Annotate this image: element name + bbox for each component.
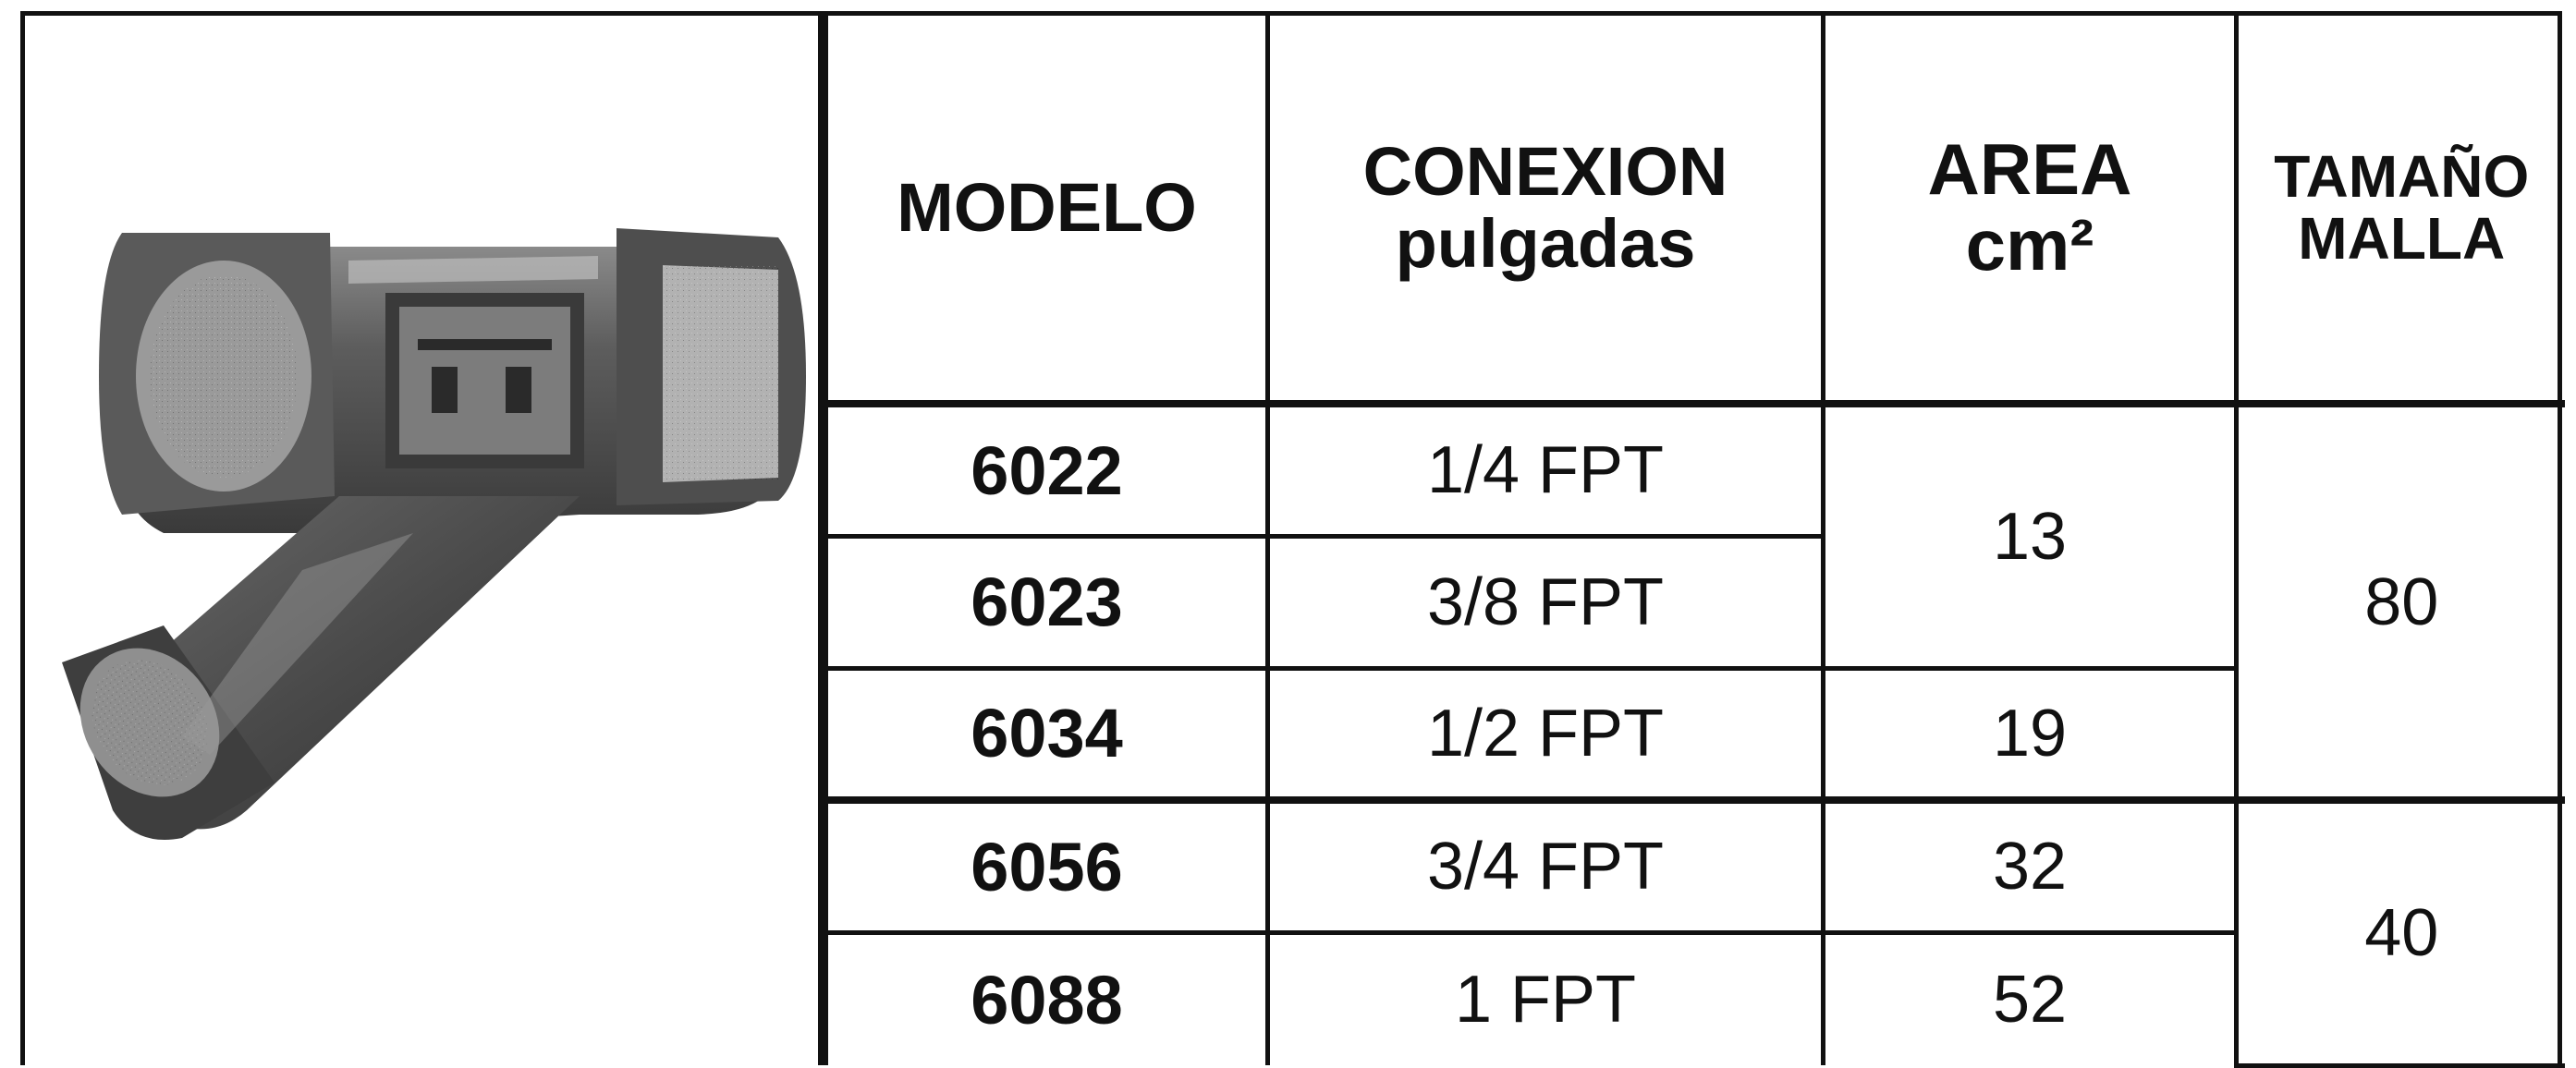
table-row: 6023 3/8 FPT xyxy=(824,533,2565,671)
specifications-table: MODELO CONEXION pulgadas AREA cm² TAMAÑO… xyxy=(824,16,2565,1068)
cell-conexion: 1/2 FPT xyxy=(1265,665,1825,803)
cell-malla: 80 xyxy=(2234,400,2565,803)
product-photo xyxy=(25,16,818,1065)
cell-area: 13 xyxy=(1821,400,2239,671)
cell-modelo: 6023 xyxy=(824,533,1270,671)
table-row: 6034 1/2 FPT 19 xyxy=(824,665,2565,803)
cell-conexion: 1/4 FPT xyxy=(1265,400,1825,539)
table-row: 6022 1/4 FPT 13 80 xyxy=(824,400,2565,803)
cell-modelo: 6056 xyxy=(824,796,1270,935)
cell-modelo: 6088 xyxy=(824,929,1270,1065)
cell-area: 19 xyxy=(1821,665,2237,803)
cell-area: 32 xyxy=(1821,796,2239,935)
header-tamano-malla: TAMAÑO MALLA xyxy=(2234,16,2565,407)
header-conexion-label: CONEXION xyxy=(1362,133,1728,211)
cell-modelo: 6022 xyxy=(824,400,1270,539)
table-row: 6056 3/4 FPT 32 40 xyxy=(824,796,2565,1068)
cell-conexion: 3/4 FPT xyxy=(1265,796,1825,935)
cell-conexion: 1 FPT xyxy=(1265,929,1825,1065)
header-modelo: MODELO xyxy=(824,16,1270,407)
cell-area: 52 xyxy=(1821,929,2237,1065)
header-malla-line2: MALLA xyxy=(2298,205,2506,272)
y-strainer-icon xyxy=(62,228,806,840)
table-row: 6088 1 FPT 52 xyxy=(824,929,2565,1065)
header-conexion: CONEXION pulgadas xyxy=(1265,16,1825,407)
cell-malla: 40 xyxy=(2234,796,2565,1068)
cell-conexion: 3/8 FPT xyxy=(1265,533,1824,671)
photo-table-divider xyxy=(818,11,824,1065)
header-area: AREA cm² xyxy=(1821,16,2239,407)
header-area-unit: cm² xyxy=(1965,204,2094,285)
table-header-row: MODELO CONEXION pulgadas AREA cm² TAMAÑO… xyxy=(824,16,2565,407)
cell-modelo: 6034 xyxy=(824,665,1270,803)
header-malla-line1: TAMAÑO xyxy=(2274,142,2530,210)
header-area-label: AREA xyxy=(1927,128,2132,211)
header-conexion-unit: pulgadas xyxy=(1395,205,1696,282)
